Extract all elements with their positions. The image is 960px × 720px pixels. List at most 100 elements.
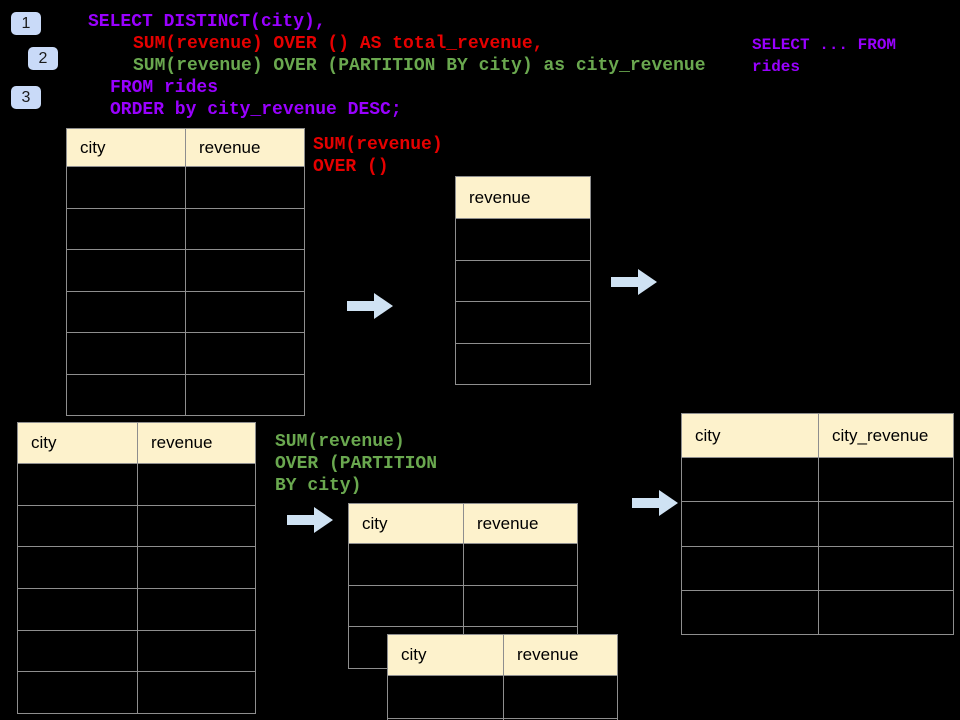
table-cell-empty — [137, 671, 256, 715]
table-row — [455, 259, 591, 302]
column-header-city: city — [348, 503, 464, 544]
from-note-line-2: rides — [752, 58, 801, 76]
column-header-city: city — [387, 634, 504, 676]
table-partition-group-front: city revenue — [387, 634, 618, 720]
table-cell-empty — [818, 501, 954, 547]
table-cell-empty — [185, 207, 305, 250]
column-header-city: city — [681, 413, 819, 458]
table-row — [17, 629, 256, 673]
table-cell-empty — [503, 675, 618, 719]
sql-line-from: FROM rides — [110, 78, 219, 98]
table-row — [66, 166, 305, 209]
table-cell-empty — [455, 218, 591, 261]
table-row — [17, 671, 256, 715]
table-cell-empty — [137, 629, 256, 673]
table-partition-group-back: city revenue — [348, 503, 578, 670]
table-cell-empty — [17, 629, 138, 673]
table-row — [681, 589, 954, 636]
partition-label-line-3: BY city) — [275, 476, 362, 496]
table-row — [66, 373, 305, 416]
table-cell-empty — [185, 249, 305, 292]
table-cell-empty — [137, 588, 256, 631]
table-row — [17, 504, 256, 548]
total-revenue-label-line-1: SUM(revenue) — [313, 135, 443, 155]
column-header-city-revenue: city_revenue — [818, 413, 954, 458]
table-cell-empty — [818, 589, 954, 636]
total-revenue-label: SUM(revenue) OVER () — [313, 134, 443, 178]
partition-label: SUM(revenue) OVER (PARTITION BY city) — [275, 431, 437, 497]
column-header-revenue: revenue — [463, 503, 578, 544]
table-source-bottom: city revenue — [17, 422, 256, 715]
table-cell-empty — [681, 589, 819, 636]
table-cell-empty — [185, 166, 305, 209]
table-row — [387, 718, 618, 720]
step-badge-2: 2 — [28, 47, 58, 70]
table-cell-empty — [348, 584, 464, 628]
table-row — [455, 301, 591, 344]
table-cell-empty — [66, 290, 186, 333]
table-row — [681, 456, 954, 503]
table-row — [681, 545, 954, 591]
table-cell-empty — [17, 463, 138, 506]
table-row — [66, 207, 305, 250]
sql-line-partition-sum: SUM(revenue) OVER (PARTITION BY city) as… — [133, 56, 706, 76]
table-cell-empty — [681, 545, 819, 591]
sql-line-order-by: ORDER by city_revenue DESC; — [110, 100, 402, 120]
arrow-right-icon — [632, 490, 678, 516]
table-cell-empty — [137, 546, 256, 590]
table-cell-empty — [17, 504, 138, 548]
column-header-city: city — [17, 422, 138, 464]
table-cell-empty — [387, 675, 504, 719]
table-cell-empty — [137, 463, 256, 506]
table-final-result: city city_revenue — [681, 413, 954, 636]
table-cell-empty — [66, 332, 186, 375]
table-row — [681, 501, 954, 547]
table-row — [348, 543, 578, 586]
arrow-right-icon — [611, 269, 657, 295]
table-cell-empty — [681, 501, 819, 547]
partition-label-line-1: SUM(revenue) — [275, 432, 405, 452]
step-badge-3: 3 — [11, 86, 41, 109]
table-cell-empty — [818, 545, 954, 591]
table-cell-empty — [818, 456, 954, 503]
sql-line-select: SELECT DISTINCT(city), — [88, 12, 326, 32]
arrow-right-icon — [287, 507, 333, 533]
table-cell-empty — [17, 546, 138, 590]
table-cell-empty — [66, 207, 186, 250]
table-row — [455, 218, 591, 261]
table-cell-empty — [66, 249, 186, 292]
table-row — [66, 249, 305, 292]
table-total-result: revenue — [455, 176, 591, 385]
table-cell-empty — [66, 166, 186, 209]
table-cell-empty — [17, 671, 138, 715]
table-row — [387, 675, 618, 719]
table-row — [66, 290, 305, 333]
table-cell-empty — [185, 290, 305, 333]
table-cell-empty — [463, 543, 578, 586]
column-header-revenue: revenue — [455, 176, 591, 219]
table-cell-empty — [503, 718, 618, 720]
table-cell-empty — [455, 342, 591, 385]
table-cell-empty — [455, 259, 591, 302]
table-cell-empty — [463, 584, 578, 628]
table-row — [66, 332, 305, 375]
table-cell-empty — [455, 301, 591, 344]
table-cell-empty — [348, 543, 464, 586]
from-note-line-1: SELECT ... FROM — [752, 36, 897, 54]
table-cell-empty — [185, 332, 305, 375]
table-row — [348, 584, 578, 628]
partition-label-line-2: OVER (PARTITION — [275, 454, 438, 474]
table-cell-empty — [66, 373, 186, 416]
table-cell-empty — [681, 456, 819, 503]
sql-line-total-sum: SUM(revenue) OVER () AS total_revenue, — [133, 34, 544, 54]
table-row — [17, 546, 256, 590]
table-cell-empty — [185, 373, 305, 416]
table-row — [17, 588, 256, 631]
arrow-right-icon — [347, 293, 393, 319]
table-cell-empty — [17, 588, 138, 631]
table-row — [455, 342, 591, 385]
from-note: SELECT ... FROM rides — [752, 34, 896, 78]
table-cell-empty — [137, 504, 256, 548]
table-row — [17, 463, 256, 506]
table-source-top: city revenue — [66, 128, 305, 416]
